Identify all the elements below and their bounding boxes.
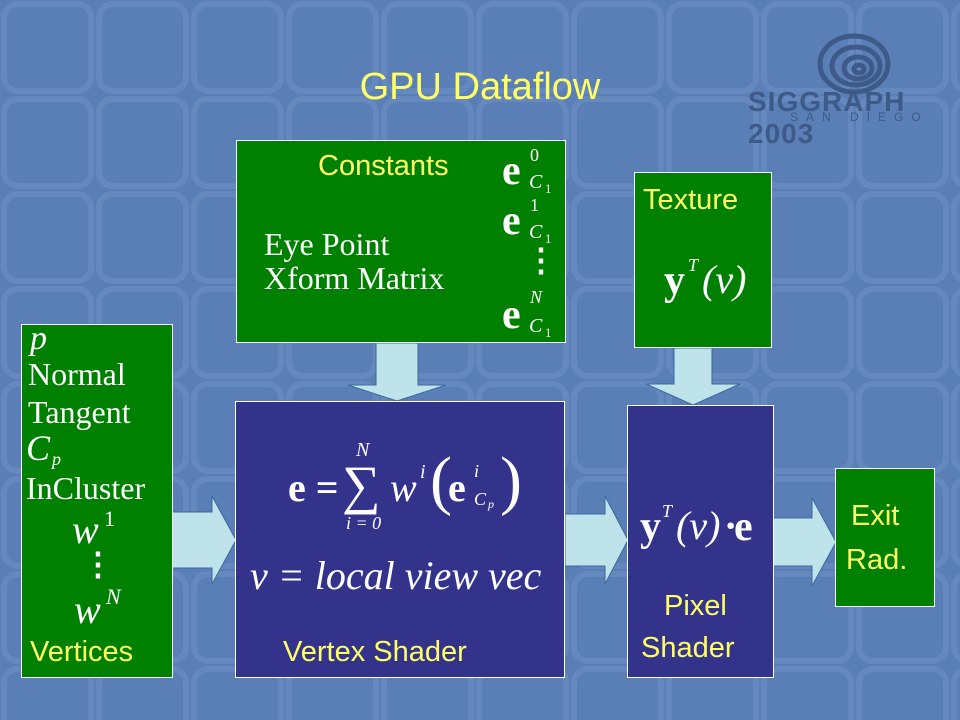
sub-1: 1 [545, 231, 552, 246]
y-bold-symbol: y [640, 504, 661, 550]
vs-rparen: ) [500, 444, 522, 517]
vs-e: e i C p [448, 462, 494, 510]
const-vdots: ⋮ [525, 242, 557, 278]
vs-lhs: e = [288, 465, 339, 510]
sub-c: C [529, 221, 543, 243]
constants-box [236, 140, 566, 343]
e-sub-c: C [474, 489, 487, 509]
xform-matrix-text: Xform Matrix [264, 260, 445, 296]
vs-w: w i [390, 462, 426, 510]
constants-label: Constants [318, 150, 449, 182]
sub-c: C [529, 315, 543, 337]
y-bold-symbol: y [664, 258, 685, 304]
eye-point-text: Eye Point [264, 226, 390, 262]
sup-N: N [530, 287, 543, 307]
sub-1: 1 [545, 325, 552, 340]
vs-lparen: ( [430, 444, 452, 517]
vertices-box [21, 324, 173, 678]
w-symbol: w [72, 507, 99, 552]
pixel-shader-label-line1: Pixel [664, 590, 727, 622]
cp-sub: p [52, 449, 61, 469]
logo-text: SIGGRAPH 2003 [748, 86, 906, 149]
exit-label-line2: Rad. [846, 544, 908, 576]
ps-arg: (v) [676, 503, 721, 548]
vertex-wN: w N [74, 586, 121, 632]
texture-box [634, 172, 772, 348]
swirl-logo-icon [817, 33, 891, 95]
vertex-shader-box [235, 401, 565, 678]
vertex-cp: C p [26, 428, 61, 468]
e-sub-p: p [488, 497, 494, 511]
w-symbol: w [390, 465, 417, 510]
texture-arg: (v) [702, 257, 747, 302]
pixel-shader-label-line2: Shader [641, 632, 735, 664]
e-sup-i: i [474, 461, 480, 481]
c-symbol: C [26, 428, 51, 468]
vertex-shader-label: Vertex Shader [283, 636, 467, 668]
e-bold-symbol: e [502, 198, 521, 244]
sup-T: T [688, 255, 699, 275]
exit-box [835, 468, 935, 607]
e-bold-symbol: e [448, 465, 466, 510]
w-sup-N: N [106, 584, 121, 609]
pixel-shader-box [627, 405, 774, 678]
w-symbol: w [74, 587, 101, 632]
const-e0: e 0 C 1 [502, 146, 552, 195]
e-bold-symbol: e [502, 148, 521, 194]
sup-1: 1 [530, 195, 539, 215]
vertex-w1: w 1 [72, 507, 115, 552]
slide-title: GPU Dataflow [359, 66, 601, 108]
vertex-vdots: ⋮ [82, 546, 114, 582]
vertex-incluster: InCluster [26, 470, 146, 506]
w-sup-i: i [420, 461, 426, 483]
texture-formula: y T (v) [664, 256, 746, 304]
sub-1: 1 [545, 181, 552, 196]
const-eN: e N C 1 [502, 288, 552, 339]
texture-label: Texture [643, 184, 739, 216]
exit-label-line1: Exit [851, 500, 900, 532]
vertex-normal: Normal [28, 356, 126, 392]
sup-T: T [662, 501, 673, 521]
ps-formula: y T (v) · e [640, 502, 753, 550]
vertex-tangent: Tangent [28, 394, 131, 430]
sigma-icon: ∑ [342, 455, 381, 515]
logo-subtext: SAN DIEGO [790, 110, 929, 124]
sub-c: C [529, 171, 543, 193]
vs-sum-top: N [356, 439, 370, 461]
vs-sum-bottom: i = 0 [346, 513, 382, 533]
sup-0: 0 [530, 145, 539, 165]
w-sup-1: 1 [104, 506, 115, 531]
vertices-label: Vertices [30, 636, 134, 668]
const-e1: e 1 C 1 [502, 196, 552, 245]
e-bold-symbol: e [502, 292, 521, 338]
vertex-p: p [30, 320, 47, 357]
vs-view-def: v = local view vec [250, 553, 542, 598]
ps-op: · [724, 503, 738, 548]
e-bold-symbol: e [734, 504, 753, 550]
